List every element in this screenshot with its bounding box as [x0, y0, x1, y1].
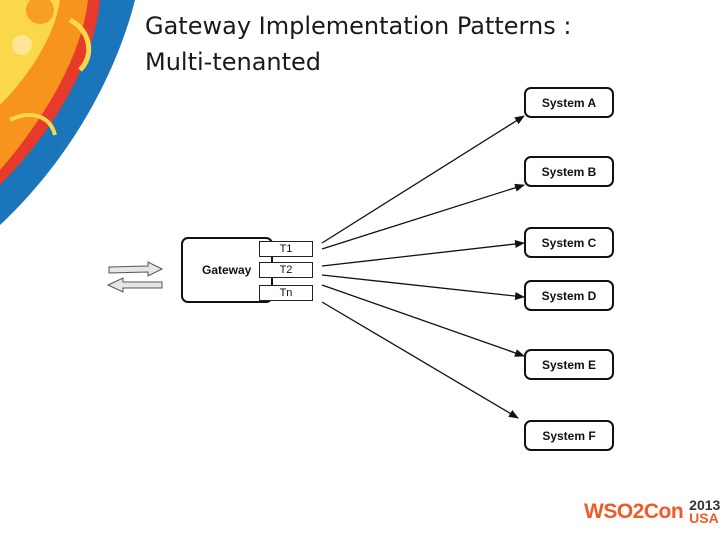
system-d-label: System D: [541, 288, 597, 303]
system-b-label: System B: [541, 164, 597, 179]
gateway-label: Gateway: [202, 263, 252, 277]
arrow-to-system-d: [321, 274, 525, 301]
arrow-to-system-f: [321, 301, 519, 419]
outbound-block-arrow: [106, 277, 163, 293]
title-line-1: Gateway Implementation Patterns :: [145, 12, 572, 40]
system-a-label: System A: [541, 95, 597, 110]
inbound-block-arrow: [108, 261, 164, 277]
system-b-box: System B: [524, 156, 614, 187]
logo-year: 2013: [689, 497, 720, 513]
wso2con-logo: WSO2Con 2013 USA: [584, 494, 720, 530]
arrow-to-system-c: [321, 240, 525, 267]
logo-text: WSO2Con: [584, 500, 684, 523]
tenant-t1-label: T1: [279, 243, 293, 255]
system-c-box: System C: [524, 227, 614, 258]
system-e-label: System E: [541, 357, 597, 372]
tenant-t2-label: T2: [279, 264, 293, 276]
system-a-box: System A: [524, 87, 614, 118]
tenant-t2: T2: [259, 262, 313, 278]
logo-side: 2013 USA: [689, 497, 720, 526]
system-f-box: System F: [524, 420, 614, 451]
logo-country: USA: [689, 510, 719, 526]
tenant-t1: T1: [259, 241, 313, 257]
system-d-box: System D: [524, 280, 614, 311]
gateway-box: Gateway: [181, 237, 273, 303]
system-f-label: System F: [542, 428, 596, 443]
system-c-label: System C: [541, 235, 597, 250]
tenant-tn: Tn: [259, 285, 313, 301]
system-e-box: System E: [524, 349, 614, 380]
arrow-to-system-e: [321, 284, 525, 357]
decorative-corner-art: [0, 0, 135, 225]
slide-title: Gateway Implementation Patterns : Multi-…: [145, 8, 571, 80]
arrow-to-system-a: [321, 115, 525, 244]
arrow-to-system-b: [321, 183, 525, 250]
title-line-2: Multi-tenanted: [145, 48, 322, 76]
tenant-tn-label: Tn: [279, 287, 293, 299]
